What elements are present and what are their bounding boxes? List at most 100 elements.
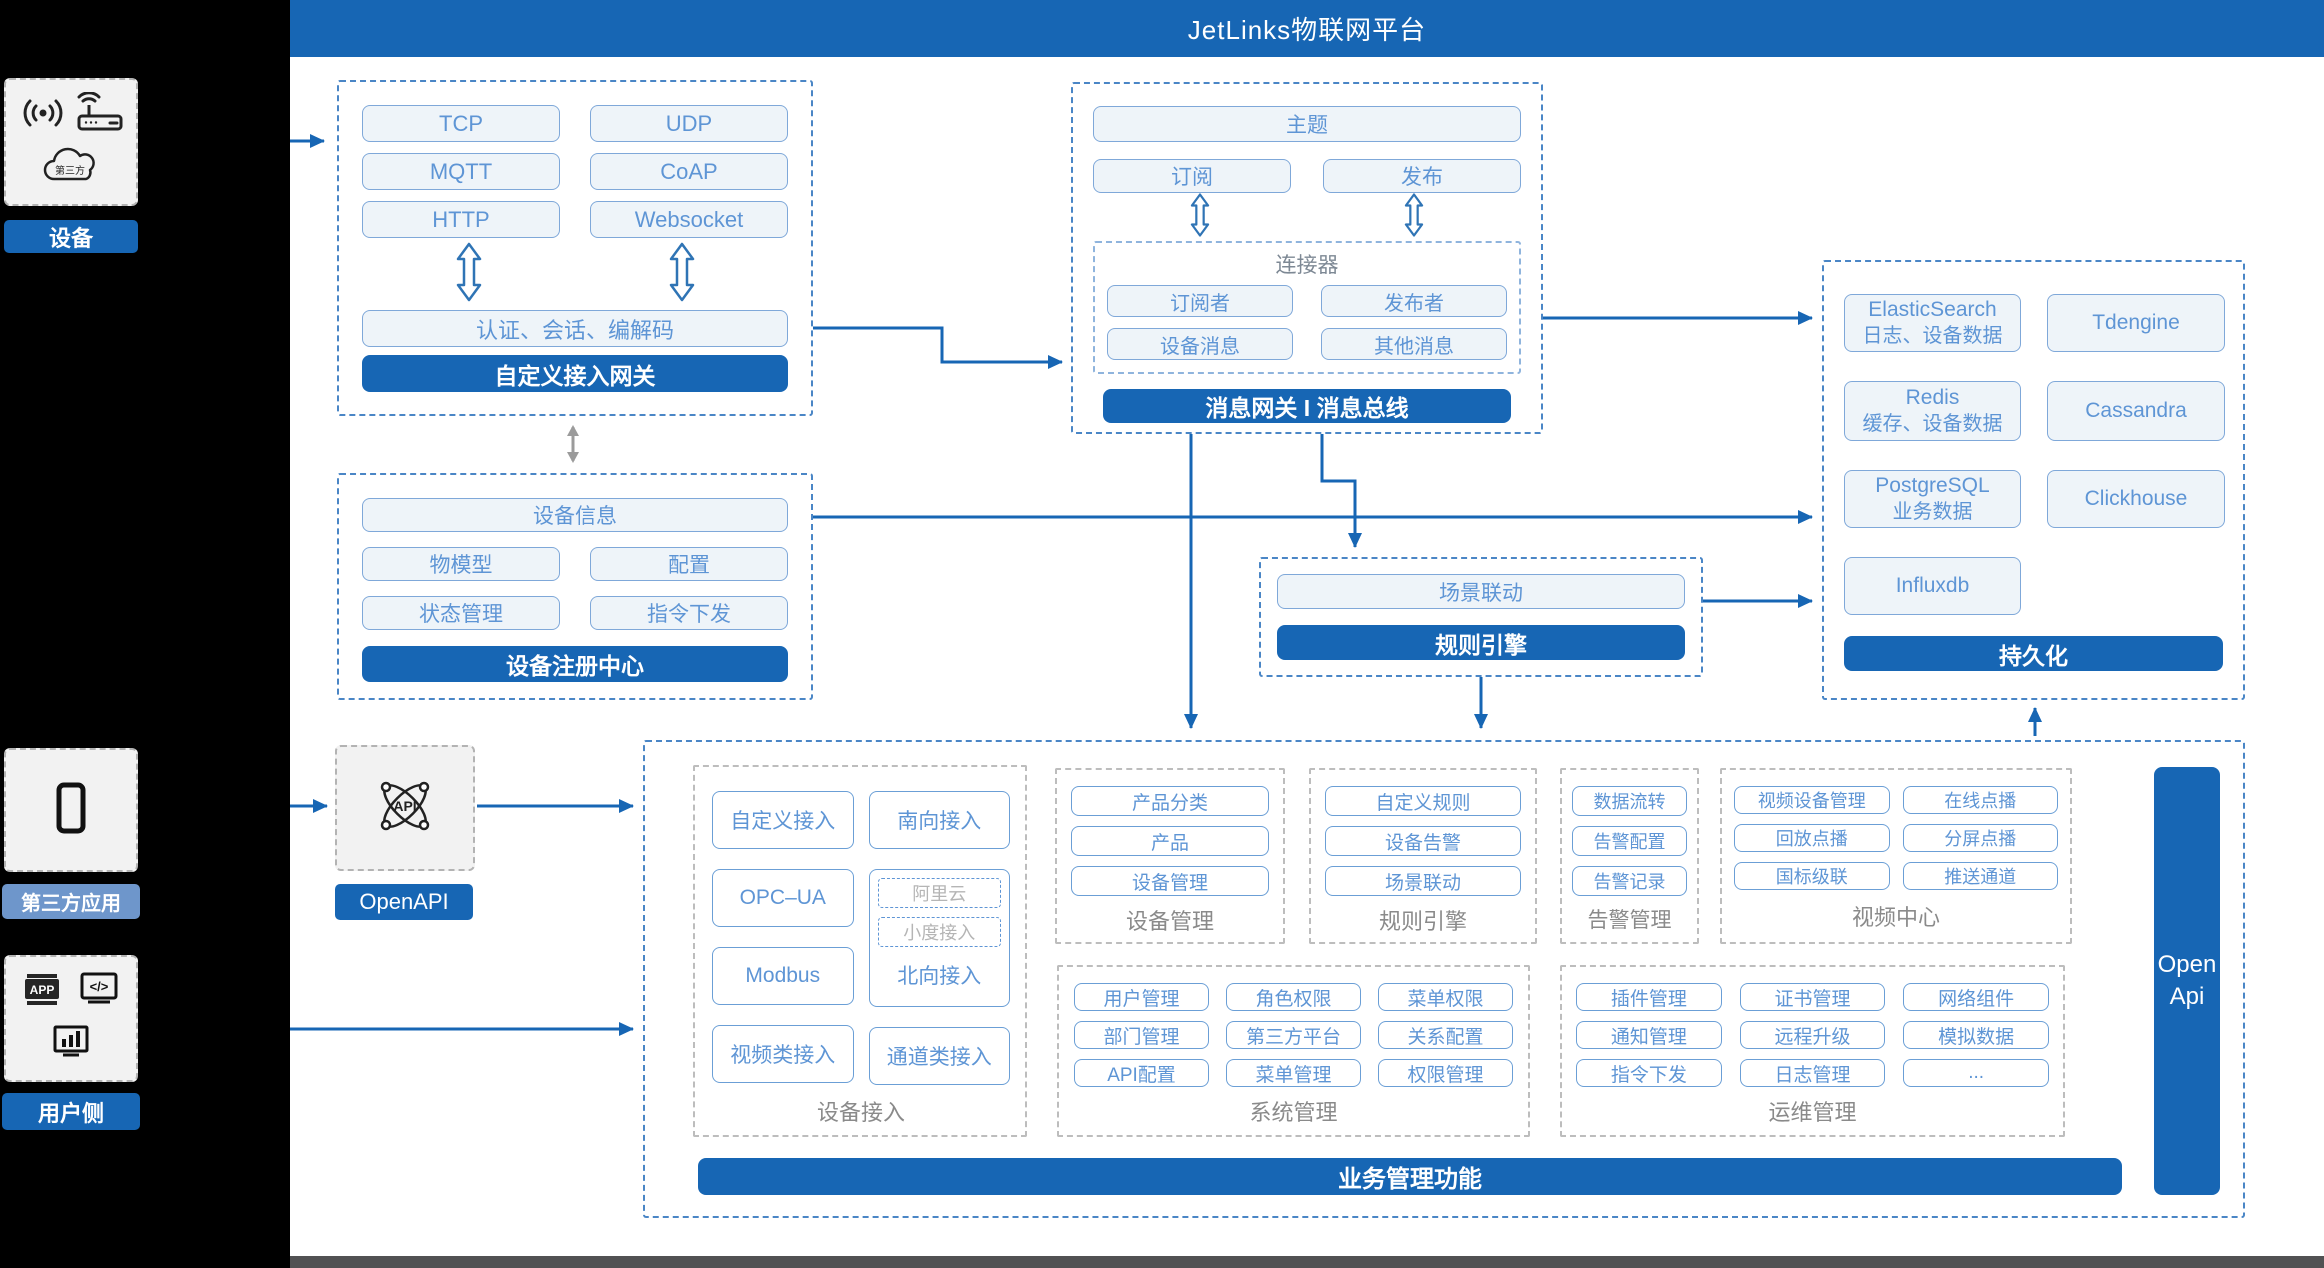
scene-linkage-pill: 场景联动 bbox=[1277, 574, 1685, 609]
state-mgmt-pill: 状态管理 bbox=[362, 596, 560, 630]
dept-mgmt-pill: 部门管理 bbox=[1074, 1021, 1209, 1049]
protocol-pill-websocket: Websocket bbox=[590, 201, 788, 238]
business-mgmt-bar: 业务管理功能 bbox=[698, 1158, 2122, 1195]
device-access-group: 自定义接入 OPC–UA Modbus 视频类接入 南向接入 阿里云 小度接入 … bbox=[693, 765, 1027, 1137]
api-config-pill: API配置 bbox=[1074, 1059, 1209, 1087]
connector-title: 连接器 bbox=[1275, 254, 1339, 277]
app-icon: APP bbox=[20, 970, 64, 1015]
open-api-vertical-bar: Open Api bbox=[2154, 767, 2220, 1195]
command-pill: 指令下发 bbox=[590, 596, 788, 630]
connector-box: 连接器 订阅者 发布者 设备消息 其他消息 bbox=[1093, 241, 1521, 374]
group-label: 运维管理 bbox=[1768, 1100, 1857, 1125]
publish-pill: 发布 bbox=[1323, 159, 1521, 193]
third-platform-pill: 第三方平台 bbox=[1226, 1021, 1361, 1049]
push-channel-pill: 推送通道 bbox=[1902, 862, 2058, 890]
third-party-cloud-icon: 第三方 bbox=[39, 143, 103, 192]
product-category-pill: 产品分类 bbox=[1071, 786, 1269, 816]
group-label: 设备管理 bbox=[1125, 909, 1214, 934]
custom-access-pill: 自定义接入 bbox=[712, 791, 854, 849]
southbound-pill: 南向接入 bbox=[868, 791, 1010, 849]
protocol-pill-udp: UDP bbox=[590, 105, 788, 142]
relation-config-pill: 关系配置 bbox=[1378, 1021, 1513, 1049]
menu-mgmt-pill: 菜单管理 bbox=[1226, 1059, 1361, 1087]
command-send-pill: 指令下发 bbox=[1576, 1059, 1722, 1087]
third-party-icons-box bbox=[4, 748, 138, 872]
protocol-pill-tcp: TCP bbox=[362, 105, 560, 142]
subscribe-pill: 订阅 bbox=[1093, 159, 1291, 193]
db-elasticsearch: ElasticSearch 日志、设备数据 bbox=[1844, 294, 2021, 352]
network-comp-pill: 网络组件 bbox=[1903, 983, 2049, 1011]
publisher-pill: 发布者 bbox=[1321, 285, 1507, 317]
api-icon-text: API bbox=[393, 798, 416, 814]
menu-perm-pill: 菜单权限 bbox=[1378, 983, 1513, 1011]
rule-engine-bar: 规则引擎 bbox=[1277, 625, 1685, 660]
plugin-mgmt-pill: 插件管理 bbox=[1576, 983, 1722, 1011]
alarm-record-pill: 告警记录 bbox=[1572, 866, 1687, 896]
device-registry-bar: 设备注册中心 bbox=[362, 646, 788, 682]
app-icon-text: APP bbox=[30, 983, 55, 997]
updown-arrow-icon bbox=[362, 242, 575, 307]
device-mgmt-pill: 设备管理 bbox=[1071, 866, 1269, 896]
openapi-label: OpenAPI bbox=[335, 884, 473, 920]
user-side-label: 用户侧 bbox=[2, 1093, 140, 1130]
video-device-mgmt-pill: 视频设备管理 bbox=[1734, 786, 1890, 814]
updown-arrow-icon bbox=[575, 242, 788, 307]
device-icons-box: 第三方 bbox=[4, 78, 138, 206]
northbound-label: 北向接入 bbox=[897, 965, 982, 988]
mock-data-pill: 模拟数据 bbox=[1903, 1021, 2049, 1049]
message-bus-box: 主题 订阅 发布 连接器 订阅者 发布者 设备消息 其他消息 消息网关 I 消息… bbox=[1071, 82, 1543, 434]
config-pill: 配置 bbox=[590, 547, 788, 581]
channel-access-pill: 通道类接入 bbox=[868, 1027, 1010, 1085]
custom-rule-pill: 自定义规则 bbox=[1325, 786, 1521, 816]
perm-mgmt-pill: 权限管理 bbox=[1378, 1059, 1513, 1087]
notify-mgmt-pill: 通知管理 bbox=[1576, 1021, 1722, 1049]
rule-engine-box: 场景联动 规则引擎 bbox=[1259, 557, 1703, 677]
openapi-icon-box: API bbox=[335, 745, 475, 871]
page-title: JetLinks物联网平台 bbox=[1187, 15, 1427, 45]
cert-mgmt-pill: 证书管理 bbox=[1739, 983, 1886, 1011]
device-alarm-pill: 设备告警 bbox=[1325, 826, 1521, 856]
db-redis: Redis 缓存、设备数据 bbox=[1844, 381, 2021, 441]
dashboard-chart-icon bbox=[47, 1022, 95, 1067]
persistence-bar: 持久化 bbox=[1844, 636, 2223, 671]
more-pill: ... bbox=[1903, 1059, 2049, 1087]
remote-upgrade-pill: 远程升级 bbox=[1739, 1021, 1886, 1049]
device-mgmt-group: 产品分类 产品 设备管理 设备管理 bbox=[1055, 768, 1285, 944]
product-pill: 产品 bbox=[1071, 826, 1269, 856]
db-clickhouse: Clickhouse bbox=[2047, 470, 2225, 528]
gb-cascade-pill: 国标级联 bbox=[1734, 862, 1890, 890]
ops-mgmt-group: 插件管理 证书管理 网络组件 通知管理 远程升级 模拟数据 指令下发 日志管理 … bbox=[1560, 965, 2065, 1137]
code-icon: </> bbox=[76, 970, 122, 1015]
device-label: 设备 bbox=[4, 220, 138, 253]
alarm-group: 数据流转 告警配置 告警记录 告警管理 bbox=[1560, 768, 1699, 944]
router-icon bbox=[74, 91, 126, 139]
custom-gateway-box: TCP UDP MQTT CoAP HTTP Websocket 认证、会话、编… bbox=[337, 80, 813, 416]
db-cassandra: Cassandra bbox=[2047, 381, 2225, 441]
group-label: 规则引擎 bbox=[1378, 909, 1467, 934]
custom-gateway-bar: 自定义接入网关 bbox=[362, 355, 788, 392]
topic-pill: 主题 bbox=[1093, 106, 1521, 142]
opcua-pill: OPC–UA bbox=[712, 869, 854, 927]
modbus-pill: Modbus bbox=[712, 947, 854, 1005]
spacer bbox=[2047, 557, 2225, 615]
db-influxdb: Influxdb bbox=[1844, 557, 2021, 615]
video-center-group: 视频设备管理 在线点播 回放点播 分屏点播 国标级联 推送通道 视频中心 bbox=[1720, 768, 2072, 944]
playback-pill: 回放点播 bbox=[1734, 824, 1890, 852]
online-play-pill: 在线点播 bbox=[1902, 786, 2058, 814]
log-mgmt-pill: 日志管理 bbox=[1739, 1059, 1886, 1087]
code-icon-text: </> bbox=[90, 979, 109, 994]
title-bar: JetLinks物联网平台 bbox=[290, 0, 2324, 57]
session-codec-pill: 认证、会话、编解码 bbox=[362, 310, 788, 347]
updown-arrow-icon bbox=[1307, 192, 1521, 242]
aliyun-pill: 阿里云 bbox=[877, 878, 1001, 908]
user-side-icons-box: APP </> bbox=[4, 955, 138, 1082]
device-registry-box: 设备信息 物模型 配置 状态管理 指令下发 设备注册中心 bbox=[337, 473, 813, 700]
device-message-pill: 设备消息 bbox=[1107, 328, 1293, 360]
device-info-pill: 设备信息 bbox=[362, 498, 788, 532]
alarm-config-pill: 告警配置 bbox=[1572, 826, 1687, 856]
business-box: 自定义接入 OPC–UA Modbus 视频类接入 南向接入 阿里云 小度接入 … bbox=[643, 740, 2245, 1218]
northbound-box: 阿里云 小度接入 北向接入 bbox=[868, 869, 1010, 1007]
rule-engine-group: 自定义规则 设备告警 场景联动 规则引擎 bbox=[1309, 768, 1537, 944]
db-postgresql: PostgreSQL 业务数据 bbox=[1844, 470, 2021, 528]
